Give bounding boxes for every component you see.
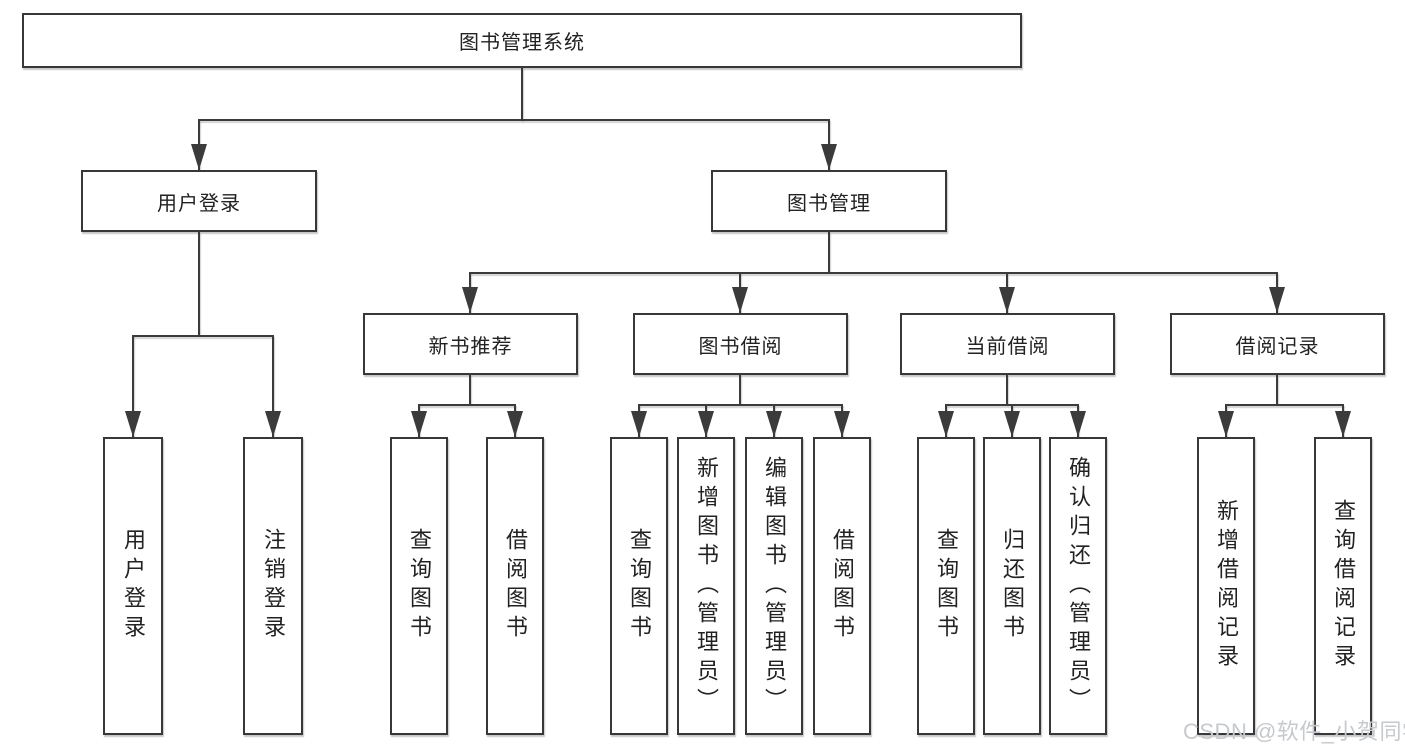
connector-line <box>272 336 274 437</box>
node-leaf-query-books-recommend: 查询图书 <box>390 437 448 735</box>
arrow-down-icon <box>732 287 748 313</box>
arrow-down-icon <box>1269 287 1285 313</box>
node-label: 新增图书（管理员） <box>694 455 719 717</box>
node-label: 新书推荐 <box>428 335 513 358</box>
arrow-down-icon <box>411 411 427 437</box>
node-current-borrowing: 当前借阅 <box>900 313 1115 375</box>
node-book-management: 图书管理 <box>711 170 947 232</box>
node-label: 归还图书 <box>1000 528 1025 644</box>
connector-line <box>418 404 516 406</box>
node-label: 查询图书 <box>627 528 652 644</box>
arrow-down-icon <box>1070 411 1086 437</box>
node-label: 确认归还（管理员） <box>1066 455 1091 717</box>
connector-line <box>638 404 843 406</box>
arrow-down-icon <box>766 411 782 437</box>
node-label: 查询图书 <box>934 528 959 644</box>
arrow-down-icon <box>265 411 281 437</box>
node-label: 新增借阅记录 <box>1214 499 1239 673</box>
node-leaf-user-login: 用户登录 <box>103 437 163 735</box>
arrow-down-icon <box>698 411 714 437</box>
node-label: 当前借阅 <box>965 335 1050 358</box>
csdn-watermark: CSDN @软件_小贺同学 <box>1183 719 1405 744</box>
arrow-down-icon <box>821 144 837 170</box>
arrow-down-icon <box>631 411 647 437</box>
arrow-down-icon <box>1335 411 1351 437</box>
node-label: 图书借阅 <box>698 335 783 358</box>
node-label: 编辑图书（管理员） <box>762 455 787 717</box>
node-label: 查询借阅记录 <box>1331 499 1356 673</box>
arrow-down-icon <box>507 411 523 437</box>
arrow-down-icon <box>462 287 478 313</box>
node-label: 查询图书 <box>407 528 432 644</box>
connector-line <box>469 272 1278 274</box>
node-leaf-query-books-borrowing: 查询图书 <box>610 437 668 735</box>
node-label: 借阅图书 <box>503 528 528 644</box>
node-label: 用户登录 <box>121 528 146 644</box>
connector-line <box>521 68 523 121</box>
connector-line <box>1225 404 1344 406</box>
node-leaf-return-books: 归还图书 <box>983 437 1041 735</box>
node-label: 图书管理 <box>787 192 871 215</box>
node-label: 用户登录 <box>157 192 241 215</box>
node-leaf-query-books-current: 查询图书 <box>917 437 975 735</box>
node-leaf-query-borrow-record: 查询借阅记录 <box>1314 437 1372 735</box>
node-library-management-system: 图书管理系统 <box>22 13 1022 68</box>
node-leaf-confirm-return-admin: 确认归还（管理员） <box>1049 437 1107 735</box>
connector-line <box>132 335 274 337</box>
arrow-down-icon <box>999 287 1015 313</box>
connector-line <box>828 232 830 273</box>
node-borrowing-records: 借阅记录 <box>1170 313 1385 375</box>
arrow-down-icon <box>1004 411 1020 437</box>
arrow-down-icon <box>1218 411 1234 437</box>
arrow-down-icon <box>834 411 850 437</box>
node-label: 借阅记录 <box>1235 335 1320 358</box>
arrow-down-icon <box>191 144 207 170</box>
connector-line <box>198 119 830 121</box>
node-leaf-logout: 注销登录 <box>243 437 303 735</box>
node-leaf-add-books-admin: 新增图书（管理员） <box>677 437 735 735</box>
connector-line <box>739 375 741 405</box>
connector-line <box>469 375 471 405</box>
node-leaf-add-borrow-record: 新增借阅记录 <box>1197 437 1255 735</box>
node-new-book-recommend: 新书推荐 <box>363 313 578 375</box>
node-label: 借阅图书 <box>830 528 855 644</box>
node-label: 图书管理系统 <box>459 32 585 54</box>
connector-line <box>198 232 200 336</box>
arrow-down-icon <box>125 411 141 437</box>
node-leaf-edit-books-admin: 编辑图书（管理员） <box>745 437 803 735</box>
node-user-login: 用户登录 <box>81 170 317 232</box>
connector-line <box>132 336 134 437</box>
connector-line <box>1276 375 1278 405</box>
node-leaf-borrow-books-recommend: 借阅图书 <box>486 437 544 735</box>
node-book-borrowing: 图书借阅 <box>633 313 848 375</box>
node-label: 注销登录 <box>261 528 286 644</box>
node-leaf-borrow-books: 借阅图书 <box>813 437 871 735</box>
arrow-down-icon <box>938 411 954 437</box>
connector-line <box>1006 375 1008 405</box>
